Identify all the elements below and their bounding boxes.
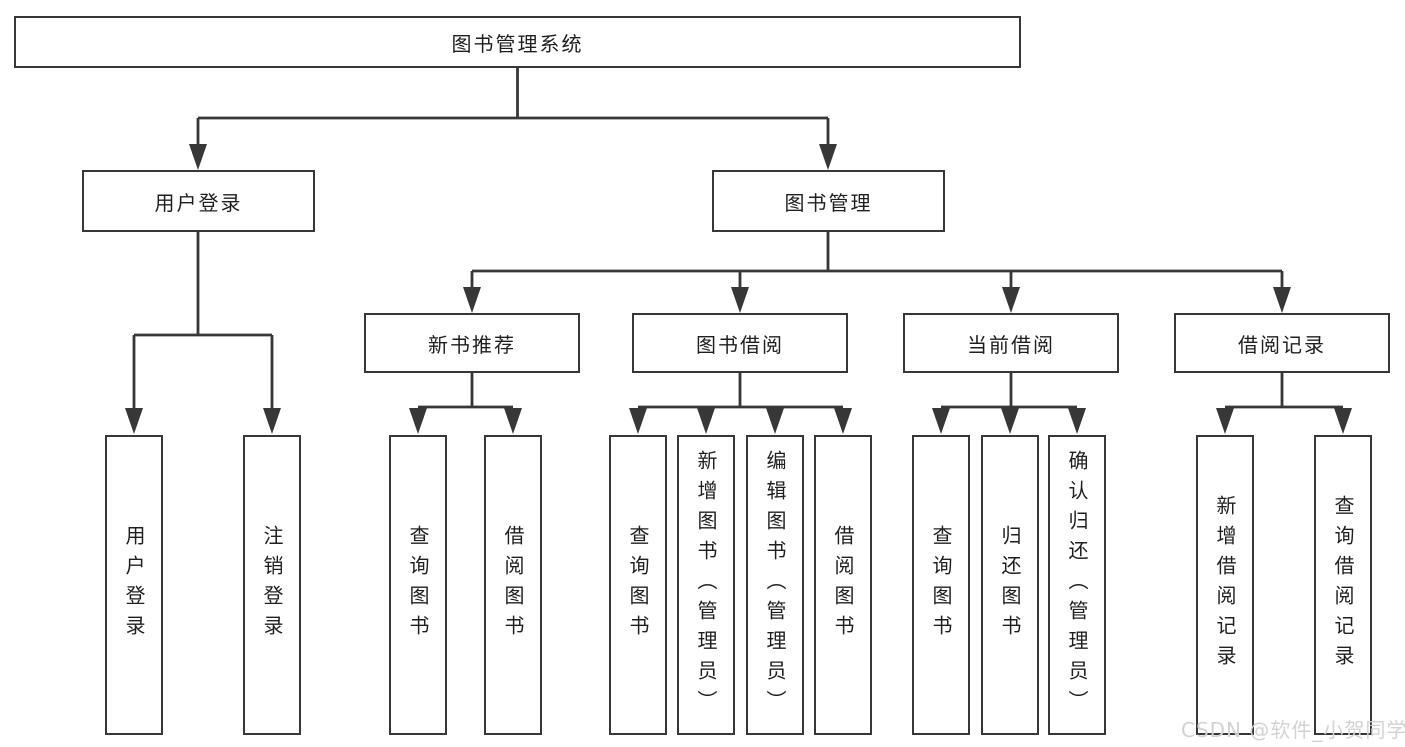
node-search-books-recommend: 查询图书 <box>389 435 447 735</box>
node-login: 用户登录 <box>105 435 163 735</box>
node-label: 编辑图书（管理员） <box>763 450 787 720</box>
node-label: 查询图书 <box>929 525 953 645</box>
node-label: 新增借阅记录 <box>1213 495 1237 675</box>
node-label: 注销登录 <box>260 525 284 645</box>
node-search-books-borrow: 查询图书 <box>609 435 667 735</box>
connector-new-book-children <box>409 373 522 434</box>
node-label: 查询借阅记录 <box>1331 495 1355 675</box>
node-label: 新书推荐 <box>428 332 516 357</box>
node-library-management-system: 图书管理系统 <box>14 16 1021 68</box>
node-edit-books-admin: 编辑图书（管理员） <box>746 435 804 735</box>
node-label: 新增图书（管理员） <box>694 450 718 720</box>
node-borrowing-records: 借阅记录 <box>1174 313 1390 373</box>
connector-current-borrow-children <box>932 373 1086 434</box>
node-label: 图书管理系统 <box>451 31 584 56</box>
node-label: 确认归还（管理员） <box>1065 450 1089 720</box>
node-add-books-admin: 新增图书（管理员） <box>677 435 735 735</box>
node-current-borrowing: 当前借阅 <box>903 313 1119 373</box>
node-label: 归还图书 <box>998 525 1022 645</box>
node-search-books-current: 查询图书 <box>912 435 970 735</box>
connector-borrow-records-children <box>1216 373 1352 434</box>
node-label: 用户登录 <box>154 190 243 215</box>
node-label: 借阅图书 <box>831 525 855 645</box>
node-return-books: 归还图书 <box>981 435 1039 735</box>
connector-user-login-children <box>125 232 281 434</box>
connector-root-to-level2 <box>189 68 837 170</box>
node-book-management: 图书管理 <box>712 170 945 232</box>
node-borrow-books-recommend: 借阅图书 <box>484 435 542 735</box>
node-search-borrow-record: 查询借阅记录 <box>1314 435 1372 735</box>
node-label: 借阅记录 <box>1238 332 1326 357</box>
node-borrow-books: 借阅图书 <box>814 435 872 735</box>
node-confirm-return-admin: 确认归还（管理员） <box>1048 435 1106 735</box>
node-label: 图书借阅 <box>696 332 784 357</box>
node-label: 查询图书 <box>406 525 430 645</box>
node-book-borrowing: 图书借阅 <box>632 313 848 373</box>
node-add-borrow-record: 新增借阅记录 <box>1196 435 1254 735</box>
watermark: CSDN @软件_小贺同学 <box>1181 718 1405 742</box>
connector-book-borrow-children <box>629 373 852 434</box>
node-label: 借阅图书 <box>501 525 525 645</box>
node-label: 图书管理 <box>784 190 873 215</box>
node-label: 查询图书 <box>626 525 650 645</box>
node-label: 用户登录 <box>122 525 146 645</box>
node-label: 当前借阅 <box>967 332 1055 357</box>
node-logout: 注销登录 <box>243 435 301 735</box>
connector-book-management-children <box>463 232 1291 313</box>
node-new-book-recommendation: 新书推荐 <box>364 313 580 373</box>
node-user-login: 用户登录 <box>82 170 315 232</box>
